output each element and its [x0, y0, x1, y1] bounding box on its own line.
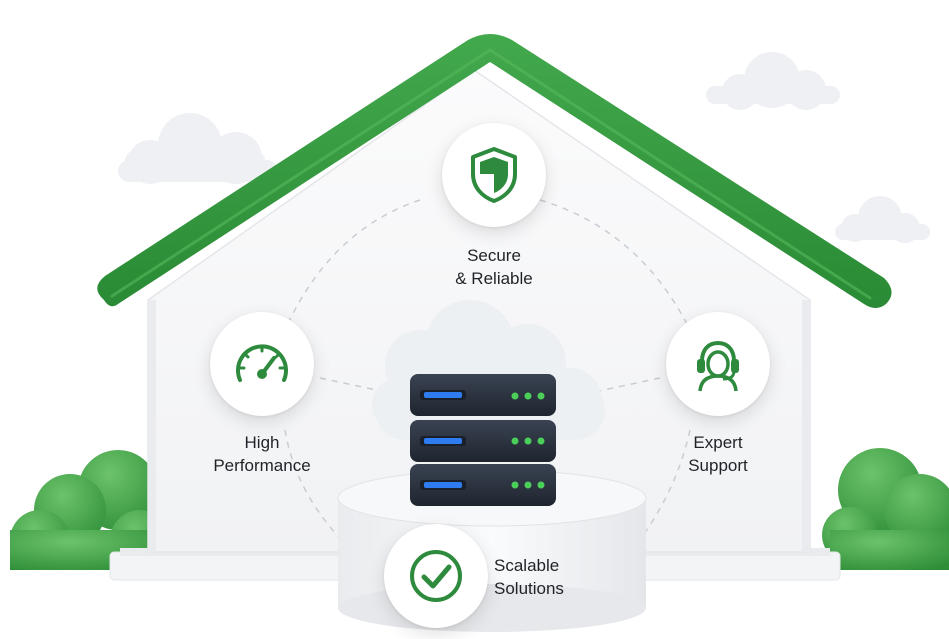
feature-scalable-label: Scalable Solutions: [494, 554, 614, 600]
feature-performance-badge: [210, 312, 314, 416]
headset-agent-icon: [697, 340, 739, 392]
feature-scalable-line2: Solutions: [494, 579, 564, 598]
cloud-icon: [706, 52, 840, 110]
feature-scalable-line1: Scalable: [494, 556, 560, 575]
bush-right: [822, 448, 949, 570]
server-stack: [410, 374, 556, 506]
feature-support-line1: Expert: [693, 433, 743, 452]
feature-performance-line2: Performance: [213, 456, 311, 475]
checkmark-circle-icon: [410, 550, 462, 602]
server-unit: [410, 464, 556, 506]
bush-left: [10, 450, 170, 570]
feature-support-line2: Support: [688, 456, 748, 475]
feature-support-label: Expert Support: [665, 431, 771, 477]
server-unit: [410, 374, 556, 416]
house-roof: [97, 34, 892, 308]
feature-secure-label: Secure & Reliable: [430, 244, 558, 290]
speedometer-icon: [236, 344, 288, 382]
cloud-icon: [835, 196, 930, 243]
feature-secure-line1: Secure: [467, 246, 521, 265]
feature-support-badge: [666, 312, 770, 416]
feature-secure-badge: [442, 123, 546, 227]
feature-performance-label: High Performance: [196, 431, 328, 477]
feature-performance-line1: High: [244, 433, 280, 452]
cloud-icon: [118, 113, 278, 184]
feature-scalable-badge: [384, 524, 488, 628]
server-unit: [410, 420, 556, 462]
feature-secure-line2: & Reliable: [455, 269, 533, 288]
shield-icon: [471, 147, 517, 203]
